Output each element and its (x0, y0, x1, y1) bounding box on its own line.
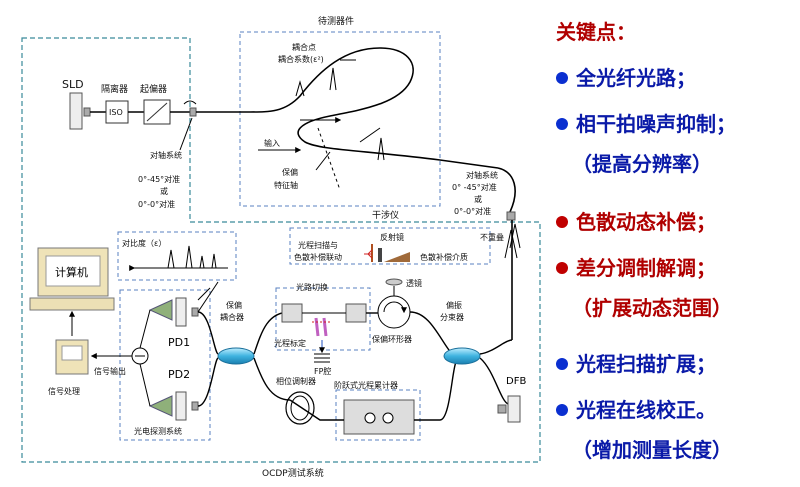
coupling-coeff-label: 耦合系数(ε²) (278, 54, 324, 64)
keypoint-2-text: 相干拍噪声抑制； (576, 112, 736, 136)
step-accum-box (335, 389, 421, 441)
pm-circulator-label: 保偏环形器 (372, 334, 412, 344)
contrast-label: 对比度（ε） (122, 238, 166, 248)
keypoint-3: 色散动态补偿； (556, 206, 716, 235)
disp-medium-label: 色散补偿介质 (420, 252, 468, 262)
dfb-label: DFB (506, 376, 526, 387)
phase-mod (285, 391, 315, 425)
pm-coupler-label-2: 耦合器 (220, 312, 244, 322)
scan-link-label-2: 色散补偿联动 (294, 252, 342, 262)
align-right-3: 或 (474, 194, 482, 204)
lens-label: 透镜 (406, 278, 422, 288)
keypoint-6: 光程在线校正。 (556, 394, 716, 423)
dfb-source (507, 395, 521, 423)
path-cal-label: 光程标定 (274, 338, 306, 348)
sld-label: SLD (62, 78, 84, 91)
keypoint-1: 全光纤光路； (556, 62, 696, 91)
align-right-2: 0° -45°对准 (452, 182, 497, 192)
lens (385, 278, 403, 286)
mirror (378, 248, 382, 262)
dut-box (239, 31, 441, 207)
keypoint-2: 相干拍噪声抑制； (556, 108, 736, 137)
isolator-label: 隔离器 (101, 83, 128, 95)
keypoint-5-text: 光程扫描扩展； (576, 352, 716, 376)
photodetect-label: 光电探测系统 (134, 426, 182, 436)
pol-splitter (443, 347, 481, 365)
pm-coupler-left (217, 347, 255, 365)
no-overlap-label: 不重叠 (480, 232, 504, 242)
pd1-detector (175, 297, 187, 327)
align-left-2: 0°-45°对准 (138, 174, 180, 184)
fp-label: FP腔 (314, 366, 331, 376)
align-left-3: 或 (160, 186, 168, 196)
polarizer-label: 起偏器 (140, 83, 167, 95)
keypoint-6-text: 光程在线校正。 (576, 398, 716, 422)
keypoint-4-sub: （扩展动态范围） (572, 296, 732, 320)
keypoint-2-sub: （提高分辨率） (572, 152, 712, 176)
pd2-amp (148, 395, 173, 417)
switch-a (281, 303, 303, 323)
phase-mod-label: 相位调制器 (276, 376, 316, 386)
signal-proc-label: 信号处理 (48, 386, 80, 396)
iso-text: ISO (109, 108, 123, 117)
signal-out-label: 信号输出 (94, 366, 126, 376)
align-right-1: 对轴系统 (466, 170, 498, 180)
dut-fiber-input (196, 47, 441, 161)
pd2-detector (175, 391, 187, 421)
input-label: 输入 (264, 138, 280, 148)
switch-b (345, 303, 367, 323)
keypoint-5: 光程扫描扩展； (556, 348, 716, 377)
dut-label: 待测器件 (318, 15, 354, 27)
disp-medium (384, 252, 410, 262)
align-right-4: 0°-0°对准 (454, 206, 491, 216)
keypoint-3-text: 色散动态补偿； (576, 210, 716, 234)
coupling-point-label: 耦合点 (292, 42, 316, 52)
pd1-amp (148, 299, 173, 321)
mirror-label: 反射镜 (380, 232, 404, 242)
keypoint-1-text: 全光纤光路； (576, 66, 696, 90)
pol-splitter-label-2: 分束器 (440, 313, 464, 322)
keypoint-6-sub: （增加测量长度） (572, 438, 732, 462)
keypoint-4-text: 差分调制解调； (576, 256, 716, 280)
pol-splitter-label-1: 偏振 (446, 300, 462, 310)
align-left-1: 对轴系统 (150, 150, 182, 160)
align-left-4: 0°-0°对准 (138, 199, 175, 209)
scan-link-label-1: 光程扫描与 (298, 240, 338, 250)
pd1-label: PD1 (168, 336, 190, 349)
ocdp-boundary (21, 37, 541, 463)
interferometer-label: 干涉仪 (372, 209, 399, 221)
pm-coupler-label-1: 保偏 (226, 300, 242, 310)
pm-axis-label-1: 保偏 (282, 167, 298, 177)
sld-source (69, 92, 83, 130)
keypoints-title: 关键点： (556, 20, 636, 44)
step-accum (343, 399, 415, 435)
pm-circulator (377, 295, 411, 329)
computer-label: 计算机 (55, 265, 88, 279)
pd2-label: PD2 (168, 368, 190, 381)
pm-axis-label-2: 特征轴 (274, 180, 298, 190)
ocdp-diagram: 待测器件 干涉仪 OCDP测试系统 SLD 隔离器 ISO 起偏器 对轴系统 0… (21, 15, 541, 479)
path-switch-label: 光路切换 (296, 282, 328, 292)
ocdp-label: OCDP测试系统 (262, 467, 324, 479)
scan-box (289, 227, 491, 265)
photodetect-box (119, 289, 211, 441)
contrast-box (117, 231, 237, 281)
step-accum-label: 阶跃式光程累计器 (334, 380, 398, 390)
keypoint-4: 差分调制解调； (556, 252, 716, 281)
